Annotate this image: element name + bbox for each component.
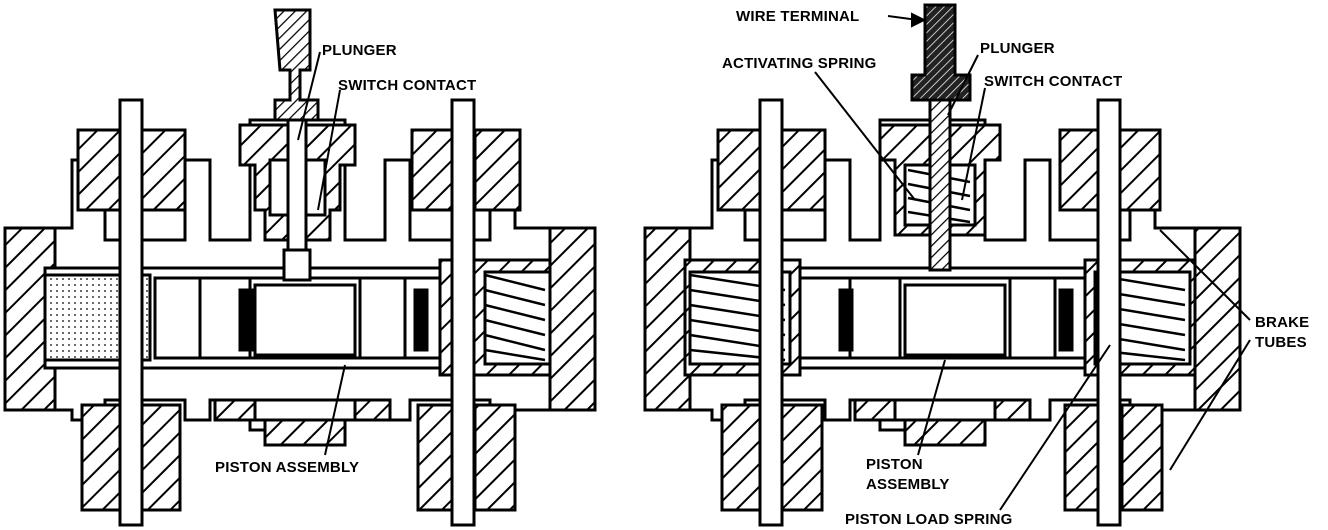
right-view-brake-tube-1 [758, 98, 784, 527]
left-label-piston-assembly: PISTON ASSEMBLY [215, 459, 359, 476]
right-label-wire-terminal: WIRE TERMINAL [736, 8, 859, 25]
right-label-switch-contact: SWITCH CONTACT [984, 73, 1122, 90]
right-label-brake-2: TUBES [1255, 334, 1307, 351]
right-view-right-cap [1193, 226, 1242, 412]
right-view-left-spring [689, 273, 786, 362]
right-labels: WIRE TERMINAL ACTIVATING SPRING PLUNGER … [722, 8, 1309, 528]
left-label-plunger: PLUNGER [322, 42, 397, 59]
brake-tube-1 [118, 98, 144, 527]
right-valve-view [643, 3, 1242, 527]
right-leader-lines [814, 12, 1251, 511]
right-label-activating-spring: ACTIVATING SPRING [722, 55, 877, 72]
plunger-stem [273, 8, 320, 122]
fitting-top-left [76, 128, 122, 212]
right-label-piston-1: PISTON [866, 456, 923, 473]
right-end-cap [548, 226, 597, 412]
right-label-piston-load-spring: PISTON LOAD SPRING [845, 511, 1013, 528]
wire-terminal [910, 3, 972, 102]
right-label-brake-1: BRAKE [1255, 314, 1309, 331]
right-spring [484, 273, 546, 362]
right-view-plunger [928, 98, 952, 272]
right-view-brake-tube-2 [1096, 98, 1122, 527]
right-label-plunger: PLUNGER [980, 40, 1055, 57]
right-view-right-spring [1094, 273, 1186, 362]
left-leader-lines [297, 51, 346, 456]
right-view-left-cap [643, 226, 692, 412]
left-label-switch-contact: SWITCH CONTACT [338, 77, 476, 94]
brake-tube-2 [450, 98, 476, 527]
right-label-piston-2: ASSEMBLY [866, 476, 950, 493]
left-labels: PLUNGER SWITCH CONTACT PISTON ASSEMBLY [215, 42, 476, 476]
left-valve-view [3, 8, 597, 527]
